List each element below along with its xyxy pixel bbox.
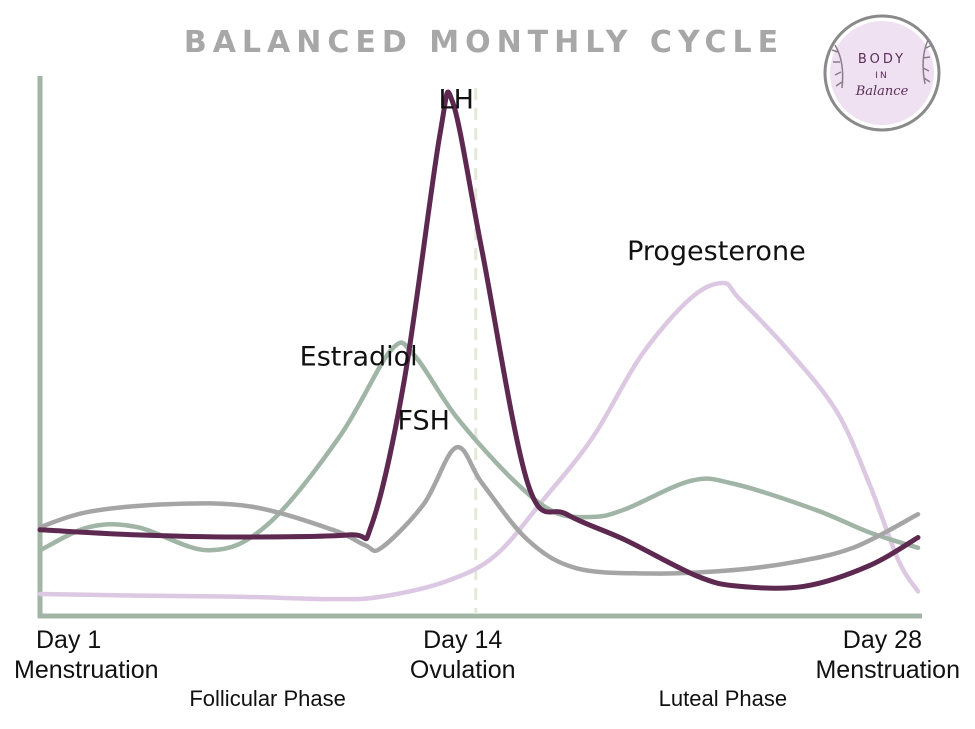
series-lines <box>37 89 921 602</box>
logo-watercolor <box>830 21 934 125</box>
x-tick-label-day-14: Day 14 <box>423 626 502 654</box>
logo-text-body: BODY <box>858 52 906 67</box>
chart-title: BALANCED MONTHLY CYCLE <box>184 25 784 60</box>
logo-text-in: IN <box>875 71 888 81</box>
series-label-estradiol: Estradiol <box>300 341 418 372</box>
phase-label-follicular-phase: Follicular Phase <box>189 686 346 711</box>
series-line-fsh <box>37 445 921 576</box>
logo-leaf-left-icon <box>831 44 844 89</box>
series-line-estradiol <box>37 340 921 553</box>
phase-label-luteal-phase: Luteal Phase <box>659 686 787 711</box>
series-label-fsh: FSH <box>397 406 450 437</box>
series-label-progesterone: Progesterone <box>627 236 806 267</box>
x-tick-sublabel-menstruation-0: Menstruation <box>14 656 159 684</box>
logo-text-balance: Balance <box>855 84 909 99</box>
body-in-balance-logo: BODY IN Balance <box>823 14 941 132</box>
series-label-lh: LH <box>439 84 474 115</box>
series-line-progesterone <box>37 280 921 602</box>
series-line-lh <box>37 89 921 591</box>
x-tick-label-day-1: Day 1 <box>36 626 101 654</box>
x-tick-sublabel-menstruation-2: Menstruation <box>815 656 960 684</box>
phase-labels: Follicular Phase Luteal Phase <box>189 686 787 711</box>
logo-leaf-right-icon <box>922 39 933 85</box>
x-tick-label-day-28: Day 28 <box>843 626 922 654</box>
x-tick-sublabel-ovulation-1: Ovulation <box>410 656 516 684</box>
